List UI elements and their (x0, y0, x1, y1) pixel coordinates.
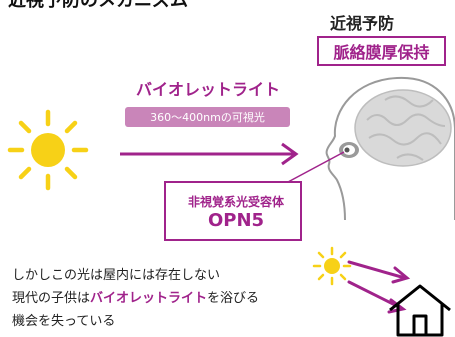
text-line-3: 機会を失っている (12, 314, 116, 329)
violet-light-label: バイオレットライト (135, 80, 280, 99)
text-line-1: しかしこの光は屋内には存在しない (12, 268, 221, 283)
wavelength-range-pill: 360〜400nmの可視光 (125, 107, 290, 127)
text-line-2: 現代の子供はバイオレットライトを浴びる (12, 287, 259, 306)
text-line-2-prefix: 現代の子供は (12, 291, 91, 306)
wavelength-range-text: 360〜400nmの可視光 (150, 111, 265, 124)
page-title: 近視予防のメカニズム (8, 0, 188, 11)
receptor-connector (287, 151, 345, 183)
house-icon (389, 284, 451, 337)
head-brain-illustration (325, 76, 455, 221)
light-arrow (120, 142, 299, 166)
small-sun-icon (312, 246, 352, 286)
sun-icon (7, 109, 89, 191)
choroid-thickness-badge: 脈絡膜厚保持 (317, 36, 446, 66)
opn5-label: OPN5 (207, 210, 265, 231)
receptor-label: 非視覚系光受容体 (187, 195, 284, 209)
text-highlight-violet-light: バイオレットライト (90, 291, 208, 306)
myopia-prevention-title: 近視予防 (330, 14, 395, 33)
violet-rays (347, 260, 411, 314)
badge-label: 脈絡膜厚保持 (333, 43, 430, 62)
text-line-2-suffix: を浴びる (207, 291, 260, 306)
receptor-box (164, 181, 302, 241)
